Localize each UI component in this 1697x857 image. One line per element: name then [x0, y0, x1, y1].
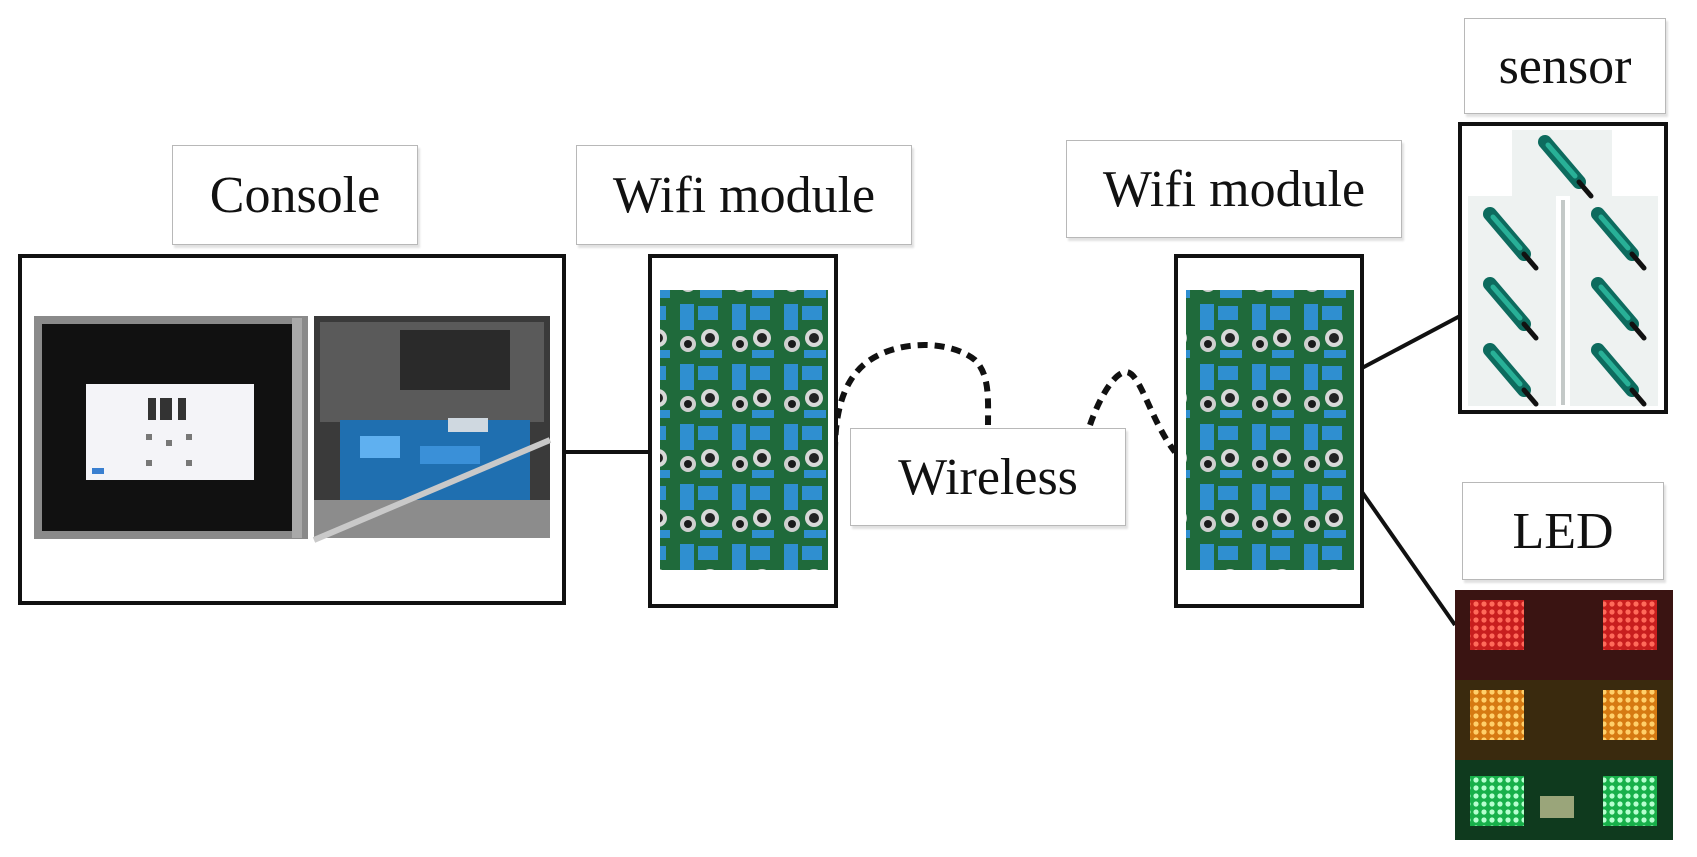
wifi-module-right-label: Wifi module — [1066, 140, 1402, 238]
led-orange-right — [1603, 690, 1657, 740]
sensor-label: sensor — [1464, 18, 1666, 114]
console-controller-image — [312, 316, 552, 543]
led-orange-left — [1470, 690, 1524, 740]
console-touchscreen-image — [34, 316, 308, 539]
led-green-left — [1470, 776, 1524, 826]
wireless-signal-left — [832, 342, 992, 453]
wifi-led-link — [1360, 490, 1457, 627]
led-label: LED — [1462, 482, 1664, 580]
sensor-panel — [1458, 122, 1668, 414]
led-red-right — [1603, 600, 1657, 650]
led-green-right — [1603, 776, 1657, 826]
wifi-module-left-label: Wifi module — [576, 145, 912, 245]
wireless-label: Wireless — [850, 428, 1126, 526]
wifi-module-right-board — [1186, 290, 1354, 570]
wifi-module-left-board — [660, 290, 828, 570]
wifi-sensor-link — [1361, 314, 1461, 370]
wireless-signal-right — [1087, 369, 1178, 454]
led-panel — [1455, 590, 1673, 840]
led-red-left — [1470, 600, 1524, 650]
console-label: Console — [172, 145, 418, 245]
